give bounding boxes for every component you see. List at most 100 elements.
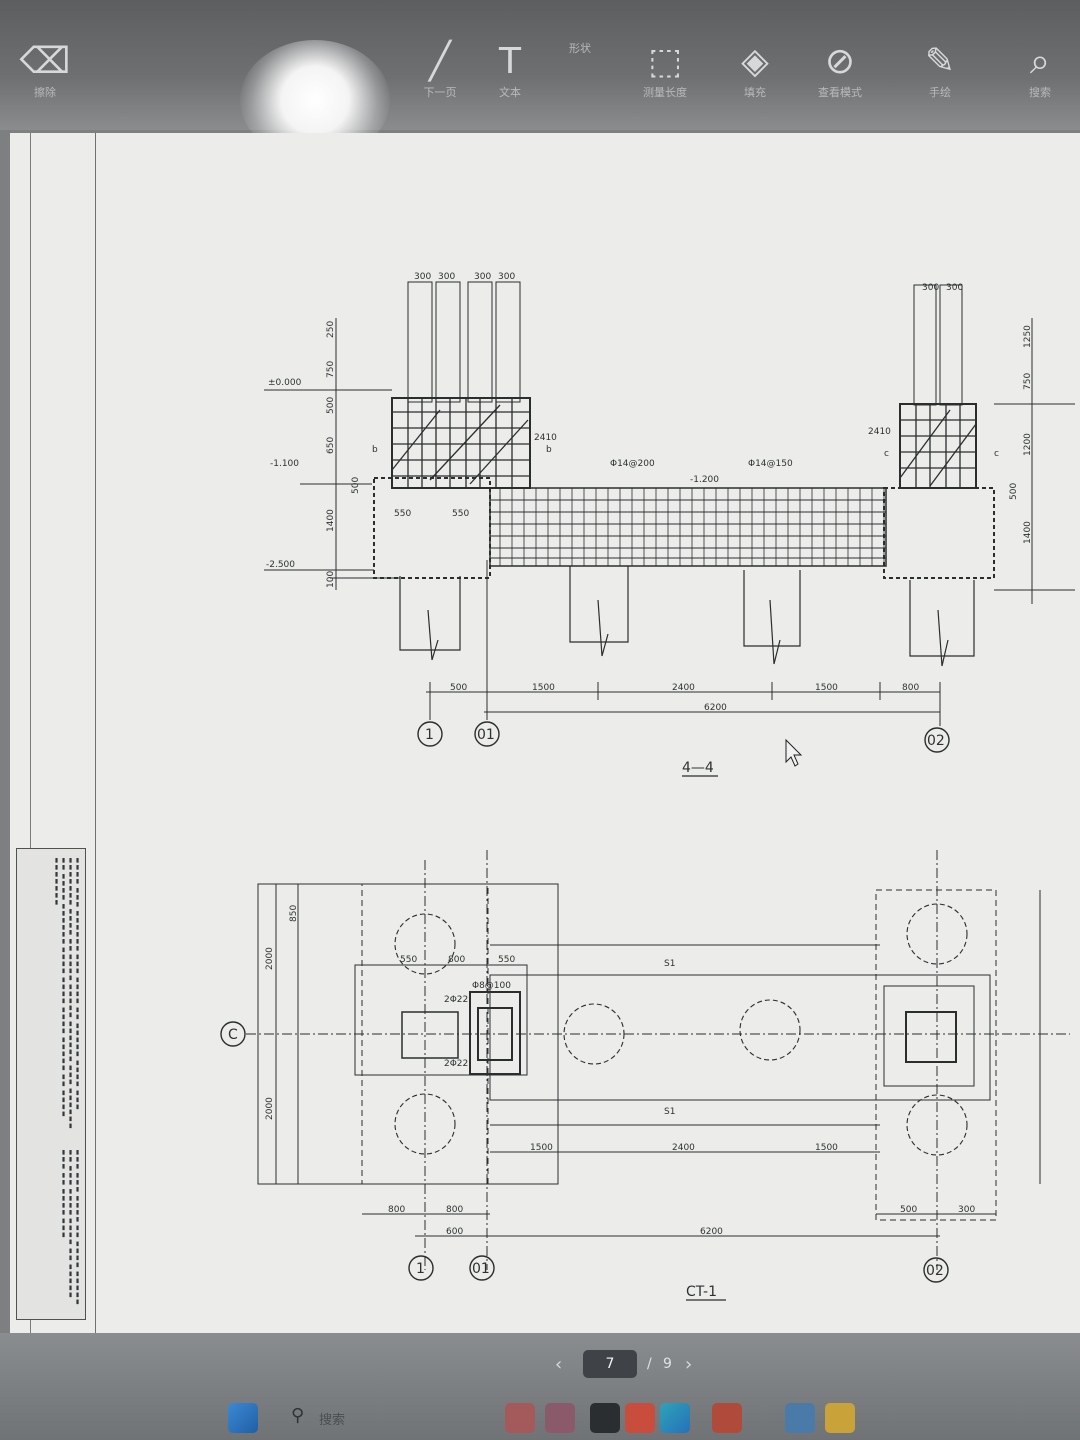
pile-cap-right-lower <box>883 487 995 579</box>
text-tool-button[interactable]: T 文本 <box>465 40 555 120</box>
eraser-tool-button[interactable]: ⌫ 擦除 <box>0 40 90 120</box>
svg-text:Φ8@100: Φ8@100 <box>472 981 511 991</box>
page-navigator: ‹ 7 / 9 › <box>555 1350 705 1380</box>
taskbar-app-icon-3[interactable] <box>590 1403 620 1433</box>
level-2500: -2.500 <box>266 560 295 570</box>
plan-beam <box>489 974 991 1101</box>
pile-cap-left-lower <box>373 477 491 579</box>
svg-text:02: 02 <box>926 1263 944 1279</box>
svg-text:-1.200: -1.200 <box>690 475 719 485</box>
view-mode-button[interactable]: ⊘ 查看模式 <box>795 40 885 120</box>
taskbar <box>0 1395 1080 1440</box>
svg-text:800: 800 <box>388 1205 405 1215</box>
measure-tool-button[interactable]: ⬚ 测量长度 <box>620 40 710 120</box>
svg-text:600: 600 <box>446 1227 463 1237</box>
tie-beam-mesh <box>490 499 886 559</box>
svg-text:300: 300 <box>958 1205 975 1215</box>
svg-text:S1: S1 <box>664 959 675 969</box>
column-left-b <box>435 281 461 403</box>
piles <box>399 566 975 667</box>
start-menu-icon[interactable] <box>228 1403 258 1433</box>
file-explorer-icon[interactable] <box>825 1403 855 1433</box>
svg-text:800: 800 <box>448 955 465 965</box>
pen-tool-button[interactable]: ╱ 下一页 <box>395 40 485 120</box>
svg-text:c: c <box>994 449 999 459</box>
plan-column-left <box>401 1011 459 1059</box>
svg-text:2410: 2410 <box>868 427 891 437</box>
svg-text:b: b <box>546 445 552 455</box>
axis-label-1: 1 <box>425 727 434 743</box>
current-page-input[interactable]: 7 <box>583 1350 637 1378</box>
search-tool-button[interactable]: ⌕ 搜索 <box>995 40 1080 120</box>
pile-cap-right-upper <box>899 403 977 489</box>
svg-text:1200: 1200 <box>1023 433 1033 456</box>
plan-axis-bubble-01 <box>469 1255 495 1281</box>
svg-text:500: 500 <box>1009 483 1019 500</box>
taskbar-app-icon-5[interactable] <box>712 1403 742 1433</box>
svg-text:550: 550 <box>400 955 417 965</box>
svg-text:2Φ22: 2Φ22 <box>444 995 468 1005</box>
pile-cap-left-rebar <box>391 398 530 488</box>
axis-label-01: 01 <box>477 727 495 743</box>
svg-text:2400: 2400 <box>672 1143 695 1153</box>
tie-beam <box>489 487 887 567</box>
mouse-cursor-icon <box>785 738 803 767</box>
drawing-sheet: ▮▮▮▮ ▮▮▮ ▮▮▮▮▮▮ ▮▮▮ ▮▮▮▮ ▮▮ ▮▮▮▮▮ ▮▮▮▮ ▮… <box>10 133 1080 1333</box>
title-block: ▮▮▮▮ ▮▮▮ ▮▮▮▮▮▮ ▮▮▮ ▮▮▮▮ ▮▮ ▮▮▮▮▮ ▮▮▮▮ ▮… <box>16 848 86 1320</box>
plan-axis-bubble-1 <box>408 1255 434 1281</box>
svg-text:550: 550 <box>452 509 469 519</box>
column-right-a <box>913 284 937 406</box>
fill-tool-button[interactable]: ◈ 填充 <box>710 40 800 120</box>
pile-cap-left-upper <box>391 397 531 489</box>
dim-1500-b: 1500 <box>815 683 838 693</box>
dim-800: 800 <box>902 683 919 693</box>
draw-tool-button[interactable]: ✎ 手绘 <box>895 40 985 120</box>
shape-tool-button[interactable]: 形状 <box>569 42 591 55</box>
axis-label-02: 02 <box>927 733 945 749</box>
dim-6200: 6200 <box>704 703 727 713</box>
plan-cap-left <box>354 964 528 1076</box>
plan-column-right <box>905 1011 957 1063</box>
column-left-a <box>407 281 433 403</box>
column-left-c <box>467 281 493 403</box>
plan-cap-right <box>883 985 975 1087</box>
prev-page-icon[interactable]: ‹ <box>555 1354 563 1375</box>
taskbar-app-icon-2[interactable] <box>545 1403 575 1433</box>
axis-bubble-1 <box>417 721 443 747</box>
svg-text:500: 500 <box>900 1205 917 1215</box>
svg-text:300: 300 <box>498 272 515 282</box>
taskbar-app-icon-6[interactable] <box>785 1403 815 1433</box>
svg-text:1500: 1500 <box>530 1143 553 1153</box>
svg-text:300: 300 <box>922 283 939 293</box>
svg-text:750: 750 <box>326 361 336 378</box>
pile-cap-right-rebar <box>899 404 977 488</box>
svg-text:c: c <box>884 449 889 459</box>
svg-text:S1: S1 <box>664 1107 675 1117</box>
column-left-d <box>495 281 521 403</box>
measure-icon: ⬚ <box>647 41 682 82</box>
title-block-notes: ▮▮▮▮ ▮▮▮ ▮▮▮▮▮▮ ▮▮▮ ▮▮▮▮ ▮▮ ▮▮▮▮▮ ▮▮▮▮ ▮… <box>53 857 81 1130</box>
level-1100: -1.100 <box>270 459 299 469</box>
tie-beam-stirrups <box>499 488 885 566</box>
search-icon: ⚲ <box>291 1405 305 1426</box>
dim-2400: 2400 <box>672 683 695 693</box>
level-0: ±0.000 <box>268 378 302 388</box>
sheet-left-border: ▮▮▮▮ ▮▮▮ ▮▮▮▮▮▮ ▮▮▮ ▮▮▮▮ ▮▮ ▮▮▮▮▮ ▮▮▮▮ ▮… <box>10 133 96 1333</box>
taskbar-search[interactable]: ⚲ 搜索 <box>291 1405 346 1428</box>
text-icon: T <box>499 41 521 82</box>
taskbar-app-icon-4[interactable] <box>625 1403 655 1433</box>
svg-text:Φ14@150: Φ14@150 <box>748 459 793 469</box>
next-page-icon[interactable]: › <box>685 1354 693 1375</box>
draw-icon: ✎ <box>924 41 956 82</box>
taskbar-app-icon-1[interactable] <box>505 1403 535 1433</box>
svg-text:C: C <box>228 1027 238 1043</box>
svg-text:b: b <box>372 445 378 455</box>
plan-title: CT-1 <box>686 1284 717 1300</box>
svg-text:1400: 1400 <box>1023 521 1033 544</box>
svg-text:1250: 1250 <box>1023 325 1033 348</box>
svg-text:2000: 2000 <box>265 947 275 970</box>
svg-text:100: 100 <box>326 571 336 588</box>
browser-icon[interactable] <box>660 1403 690 1433</box>
svg-text:850: 850 <box>289 905 299 922</box>
